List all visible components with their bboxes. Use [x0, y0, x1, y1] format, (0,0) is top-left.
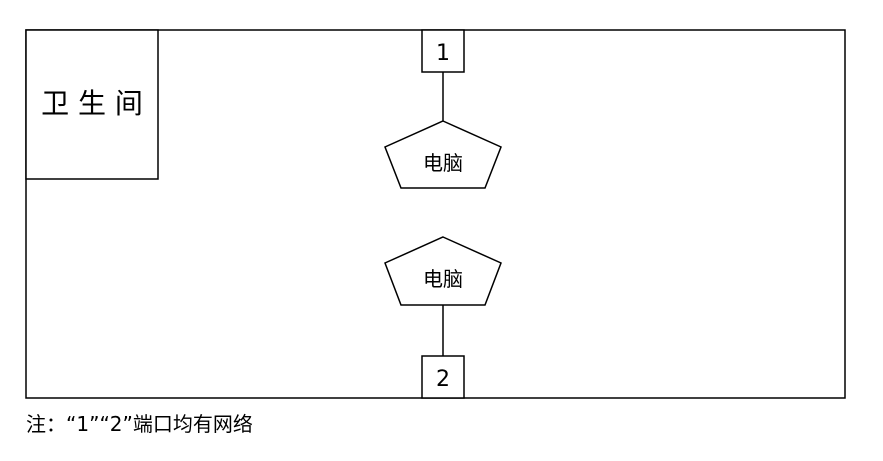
- computer-bottom-label: 电脑: [423, 267, 463, 291]
- port-1-label: 1: [436, 41, 450, 66]
- port-2-label: 2: [436, 367, 450, 392]
- computer-top-label: 电脑: [423, 151, 463, 175]
- bathroom-box: [25, 29, 159, 180]
- bathroom-label: 卫 生 间: [41, 87, 143, 120]
- port-1-box: [421, 29, 465, 73]
- computer-top-shape: [384, 120, 502, 189]
- room-outline: [25, 29, 846, 399]
- diagram-note: 注：“1”“2”端口均有网络: [26, 412, 253, 436]
- port-2-box: [421, 355, 465, 399]
